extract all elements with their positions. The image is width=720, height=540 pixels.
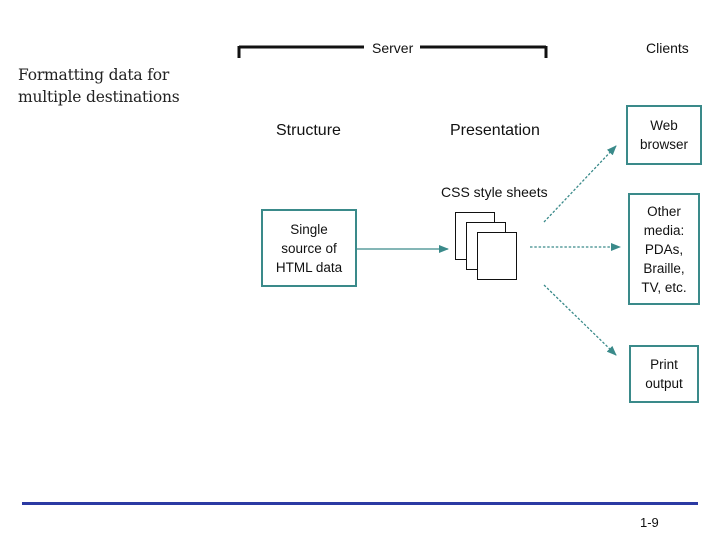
- client-box-line: Other: [647, 203, 681, 219]
- source-box-line: Single: [290, 221, 328, 237]
- css-style-sheets-label: CSS style sheets: [441, 184, 548, 200]
- slide-title-line-1: Formatting data for: [18, 66, 170, 84]
- source-box-line: source of: [281, 240, 337, 256]
- client-box-line: Braille,: [643, 260, 685, 276]
- client-box-line: media:: [643, 222, 685, 238]
- client-box-line: Print: [650, 357, 678, 372]
- slide-title-line-2: multiple destinations: [18, 88, 180, 106]
- client-box-line: output: [645, 376, 683, 391]
- client-box-line: Web: [650, 118, 678, 133]
- server-bracket: [237, 45, 548, 58]
- slide-title: Formatting data for multiple destination…: [18, 64, 248, 108]
- structure-label: Structure: [276, 122, 341, 139]
- client-box-line: TV, etc.: [641, 279, 687, 295]
- client-box-line: browser: [639, 137, 688, 152]
- page-number: 1-9: [640, 515, 659, 530]
- css-stylesheet-stack-icon: [455, 212, 525, 288]
- presentation-label: Presentation: [450, 122, 540, 139]
- arrow-css-to-browser: [543, 145, 617, 223]
- client-print-output-box: Print output: [629, 345, 699, 403]
- source-html-box: Single source of HTML data: [261, 209, 357, 287]
- server-label: Server: [372, 40, 414, 56]
- clients-label: Clients: [646, 40, 689, 56]
- client-web-browser-box: Web browser: [626, 105, 702, 165]
- stylesheet-page-icon: [477, 232, 517, 280]
- client-box-line: PDAs,: [644, 241, 684, 257]
- footer-rule: [22, 502, 698, 505]
- arrow-css-to-print: [543, 284, 617, 356]
- client-other-media-box: Other media: PDAs, Braille, TV, etc.: [628, 193, 700, 305]
- source-box-line: HTML data: [275, 259, 343, 275]
